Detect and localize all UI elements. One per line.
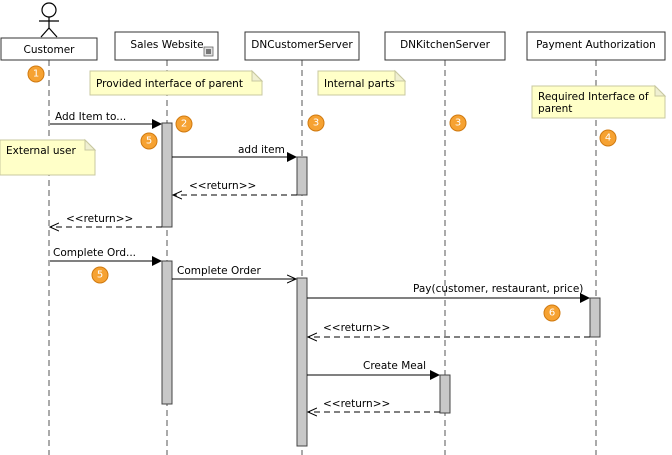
badge-4: 4 [599,129,617,147]
message-complete-ord[interactable]: Complete Ord... [50,247,162,266]
note-internal-parts[interactable]: Internal parts [317,69,407,96]
badge-3-dnkitchen: 3 [449,114,467,132]
lifeline-header-dnkitchenserver[interactable]: DNKitchenServer [384,31,506,61]
message-label-pay: Pay(customer, restaurant, price) [413,283,583,295]
message-label-add-item: add item [238,144,285,156]
message-label-return-4: <<return>> [323,398,390,410]
note-required-interface[interactable]: Required Interface of parent [531,84,667,119]
lifeline-label-sales-website: Sales Website [130,39,203,51]
lifeline-header-customer[interactable]: Customer [0,37,98,61]
svg-text:2: 2 [181,119,187,130]
activation-bar-dnkitchen[interactable] [439,374,451,414]
note-text-required-interface-line2: parent [538,103,572,115]
lifeline-label-dncustomerserver: DNCustomerServer [251,39,353,51]
activation-bar-sales-2[interactable] [161,260,173,405]
lifeline-header-sales-website[interactable]: Sales Website [114,31,219,61]
message-return-dncustomer-to-sales[interactable]: <<return>> [173,180,297,195]
message-add-item-to[interactable]: Add Item to... [50,111,162,129]
message-complete-order[interactable]: Complete Order [172,265,296,279]
lifeline-header-payment-authorization[interactable]: Payment Authorization [526,31,666,61]
badge-1: 1 [27,65,45,83]
svg-text:3: 3 [455,118,461,129]
message-return-dnkitchen-to-dncustomer[interactable]: <<return>> [308,398,440,412]
note-text-provided-interface: Provided interface of parent [96,78,243,90]
lifeline-label-payment-authorization: Payment Authorization [536,39,656,51]
message-label-complete-order: Complete Order [177,265,261,277]
svg-text:5: 5 [146,136,152,147]
lifeline-label-dnkitchenserver: DNKitchenServer [400,39,491,51]
message-label-complete-ord: Complete Ord... [53,247,136,259]
message-return-payment-to-dncustomer[interactable]: <<return>> [308,322,590,337]
svg-text:4: 4 [605,133,611,144]
badge-3-dncustomer: 3 [307,114,325,132]
activation-bar-dncustomer-1[interactable] [296,156,308,196]
badge-5-first: 5 [140,132,158,150]
note-provided-interface[interactable]: Provided interface of parent [89,69,264,96]
note-text-required-interface-line1: Required Interface of [538,91,649,103]
svg-text:6: 6 [549,308,555,319]
message-label-return-2: <<return>> [66,213,133,225]
lifeline-header-dncustomerserver[interactable]: DNCustomerServer [244,31,360,61]
svg-text:5: 5 [97,270,103,281]
activation-bar-sales-1[interactable] [161,122,173,228]
message-add-item[interactable]: add item [172,144,297,162]
badge-6: 6 [543,304,561,322]
message-pay[interactable]: Pay(customer, restaurant, price) [307,283,590,303]
note-text-internal-parts: Internal parts [324,78,395,90]
activation-bar-dncustomer-2[interactable] [296,277,308,447]
message-label-return-1: <<return>> [189,180,256,192]
lifeline-label-customer: Customer [23,44,75,56]
svg-text:1: 1 [33,69,39,80]
note-text-external-user: External user [6,145,76,157]
message-label-create-meal: Create Meal [363,360,426,372]
note-external-user[interactable]: External user [0,138,97,176]
message-return-sales-to-customer[interactable]: <<return>> [50,213,162,227]
svg-text:3: 3 [313,118,319,129]
badge-2: 2 [175,115,193,133]
message-label-add-item-to: Add Item to... [55,111,126,123]
message-create-meal[interactable]: Create Meal [307,360,440,380]
component-icon [203,46,214,57]
actor-icon [39,2,59,38]
activation-bar-payment[interactable] [589,297,601,338]
badge-5-second: 5 [91,266,109,284]
message-label-return-3: <<return>> [323,322,390,334]
